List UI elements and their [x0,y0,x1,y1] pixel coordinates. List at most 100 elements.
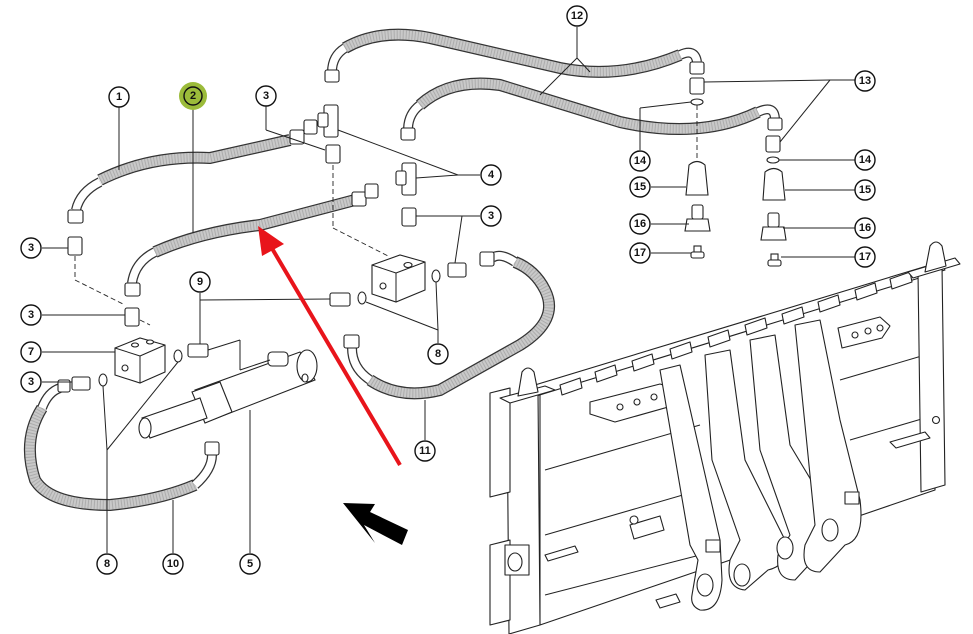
washer-8-a [431,269,441,283]
oring-14-a [690,98,704,106]
callout-14a[interactable]: 14 [629,150,651,172]
svg-text:13: 13 [859,75,871,87]
black-arrow [343,503,408,545]
frame-top-teeth [559,271,913,396]
svg-text:3: 3 [28,376,34,388]
callout-7[interactable]: 7 [20,341,42,363]
hose-2 [124,183,379,297]
callout-17a[interactable]: 17 [629,242,651,264]
right-bracket-plate [837,316,891,349]
callout-16b[interactable]: 16 [854,217,876,239]
svg-text:15: 15 [634,181,646,193]
svg-text:3: 3 [28,309,34,321]
callout-16a[interactable]: 16 [629,213,651,235]
callout-9[interactable]: 9 [189,271,211,293]
svg-text:7: 7 [28,346,34,358]
red-pointer-arrow [258,226,402,467]
callout-13[interactable]: 13 [854,70,876,92]
svg-text:16: 16 [634,218,646,230]
attachment-frame [489,241,961,634]
hose-1 [67,119,318,224]
svg-text:8: 8 [104,558,110,570]
washer-8-d [173,349,183,363]
svg-text:4: 4 [488,169,495,181]
tee-fitting-upper [317,104,339,138]
callout-3d[interactable]: 3 [20,371,42,393]
callout-11[interactable]: 11 [414,440,436,462]
callout-12[interactable]: 12 [566,5,588,27]
coupler-nipple-16-b [760,212,787,241]
callout-2[interactable]: 2 [179,82,207,110]
red-arrow-head [258,226,284,256]
oring-14-b [766,156,780,164]
svg-text:12: 12 [571,10,583,22]
callouts: 1 2 3 3 3 3 3 4 5 7 8 8 9 10 11 12 13 14… [20,5,876,575]
callout-8b[interactable]: 8 [96,553,118,575]
svg-text:1: 1 [116,91,122,103]
svg-text:5: 5 [247,558,253,570]
callout-15a[interactable]: 15 [629,176,651,198]
fitting-3-d [124,307,140,327]
plug-17-b [767,253,782,267]
hose-12-lower [400,77,783,141]
callout-8a[interactable]: 8 [427,343,449,365]
coupler-nipple-16-a [684,204,711,232]
fitting-9-a [329,292,351,307]
washer-8-c [98,373,108,387]
coupler-sleeve-15-b [762,167,786,201]
adapter-13-a [689,77,705,95]
svg-text:3: 3 [28,242,34,254]
tee-fitting-lower [395,162,417,196]
svg-text:9: 9 [197,276,203,288]
hoses [23,28,783,512]
fitting-3-c [67,236,83,256]
callout-15b[interactable]: 15 [854,179,876,201]
fitting-3-a [325,144,341,164]
svg-text:2: 2 [190,90,196,102]
svg-text:10: 10 [167,558,179,570]
callout-1[interactable]: 1 [108,86,130,108]
manifold-block-right [371,254,426,303]
hook-arm-4 [794,319,862,573]
fittings [67,77,787,439]
callout-14b[interactable]: 14 [854,149,876,171]
svg-text:14: 14 [634,155,647,167]
hose-10 [23,379,220,512]
svg-text:3: 3 [488,210,494,222]
callout-3c[interactable]: 3 [20,304,42,326]
svg-text:3: 3 [263,90,269,102]
hose-11 [343,250,555,400]
leader-lines [42,27,855,553]
hose-12-upper [324,28,705,83]
fitting-3-b [401,207,417,227]
direction-arrow [343,503,408,545]
manifold-block-left [114,337,166,384]
callout-3a[interactable]: 3 [255,85,277,107]
adapter-13-b [765,135,781,153]
callout-3b[interactable]: 3 [20,237,42,259]
hydraulic-cylinder [138,349,318,439]
frame-right-post [917,264,946,493]
svg-text:17: 17 [859,251,871,263]
frame-left-post [506,391,541,634]
assembly-lines [74,105,698,326]
callout-5[interactable]: 5 [239,553,261,575]
callout-10[interactable]: 10 [162,553,184,575]
callout-3e[interactable]: 3 [480,205,502,227]
svg-text:17: 17 [634,247,646,259]
svg-text:11: 11 [419,445,431,457]
coupler-sleeve-15-a [685,160,709,196]
fitting-9-b [187,343,209,358]
svg-text:14: 14 [859,154,872,166]
svg-text:16: 16 [859,222,871,234]
washer-8-b [357,291,367,305]
svg-text:8: 8 [435,348,441,360]
fitting-3-f [71,376,91,391]
svg-text:15: 15 [859,184,871,196]
left-guide-cone [517,367,539,397]
callout-17b[interactable]: 17 [854,246,876,268]
right-guide-cone [924,241,947,273]
callout-4[interactable]: 4 [480,164,502,186]
fitting-3-e [447,262,467,278]
